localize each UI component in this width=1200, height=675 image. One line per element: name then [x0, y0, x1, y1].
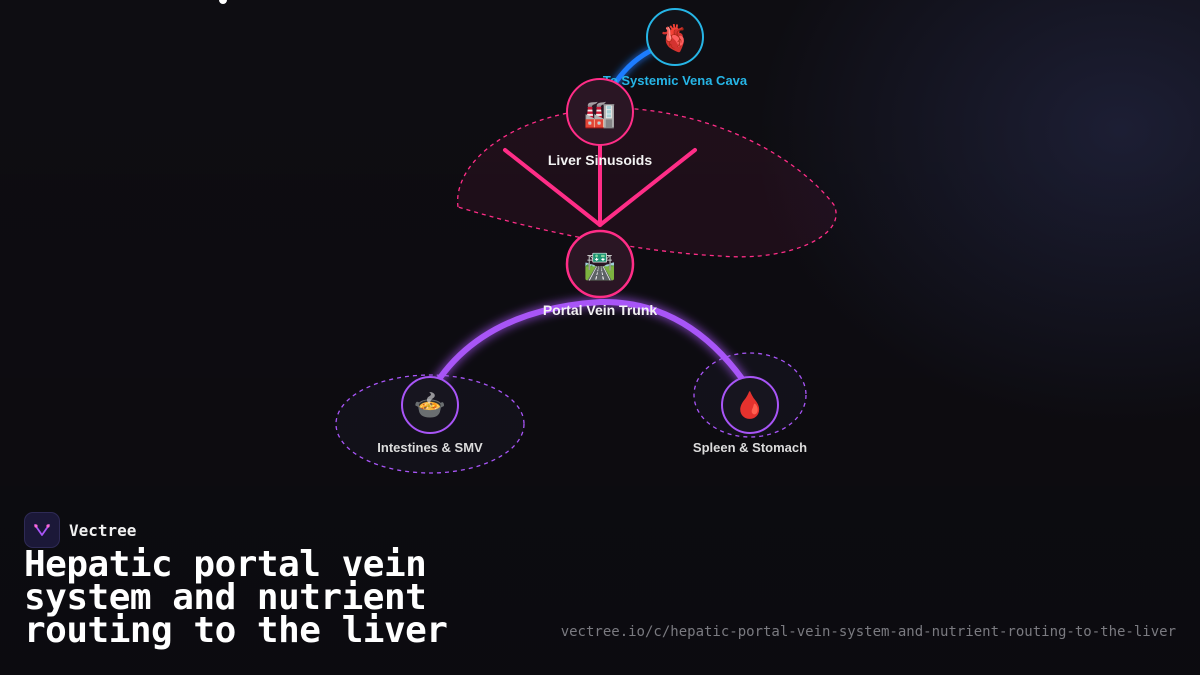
highway-icon: 🛣️ — [584, 252, 616, 282]
heart-icon: 🫀 — [659, 23, 691, 54]
sinusoids-label: Liver Sinusoids — [548, 152, 652, 168]
spleen-label: Spleen & Stomach — [693, 440, 807, 455]
sinusoid-branches — [503, 143, 697, 227]
trunk-label: Portal Vein Trunk — [543, 302, 658, 318]
node-spleen: 🩸 Spleen & Stomach — [693, 376, 807, 455]
liver-region — [457, 107, 837, 258]
page-url[interactable]: vectree.io/c/hepatic-portal-vein-system-… — [560, 624, 1176, 640]
brand: Vectree — [24, 512, 136, 548]
pot-of-food-icon: 🍲 — [414, 391, 446, 421]
factory-icon: 🏭 — [584, 100, 616, 130]
node-vena-cava: 🫀 To Systemic Vena Cava — [603, 8, 748, 88]
node-intestines: 🍲 Intestines & SMV — [377, 376, 483, 455]
node-portal-vein-trunk: 🛣️ Portal Vein Trunk — [543, 229, 658, 318]
vectree-logo-icon — [24, 512, 60, 548]
node-liver-sinusoids: 🏭 Liver Sinusoids — [548, 78, 652, 168]
intestines-label: Intestines & SMV — [377, 440, 483, 455]
tributary-vessels — [429, 298, 753, 393]
brand-name: Vectree — [69, 520, 137, 540]
vena-cava-label: To Systemic Vena Cava — [603, 73, 748, 88]
page-title: Hepatic portal vein system and nutrient … — [24, 544, 448, 651]
blood-drop-icon: 🩸 — [734, 390, 766, 421]
edge-marker-dot — [219, 0, 227, 4]
